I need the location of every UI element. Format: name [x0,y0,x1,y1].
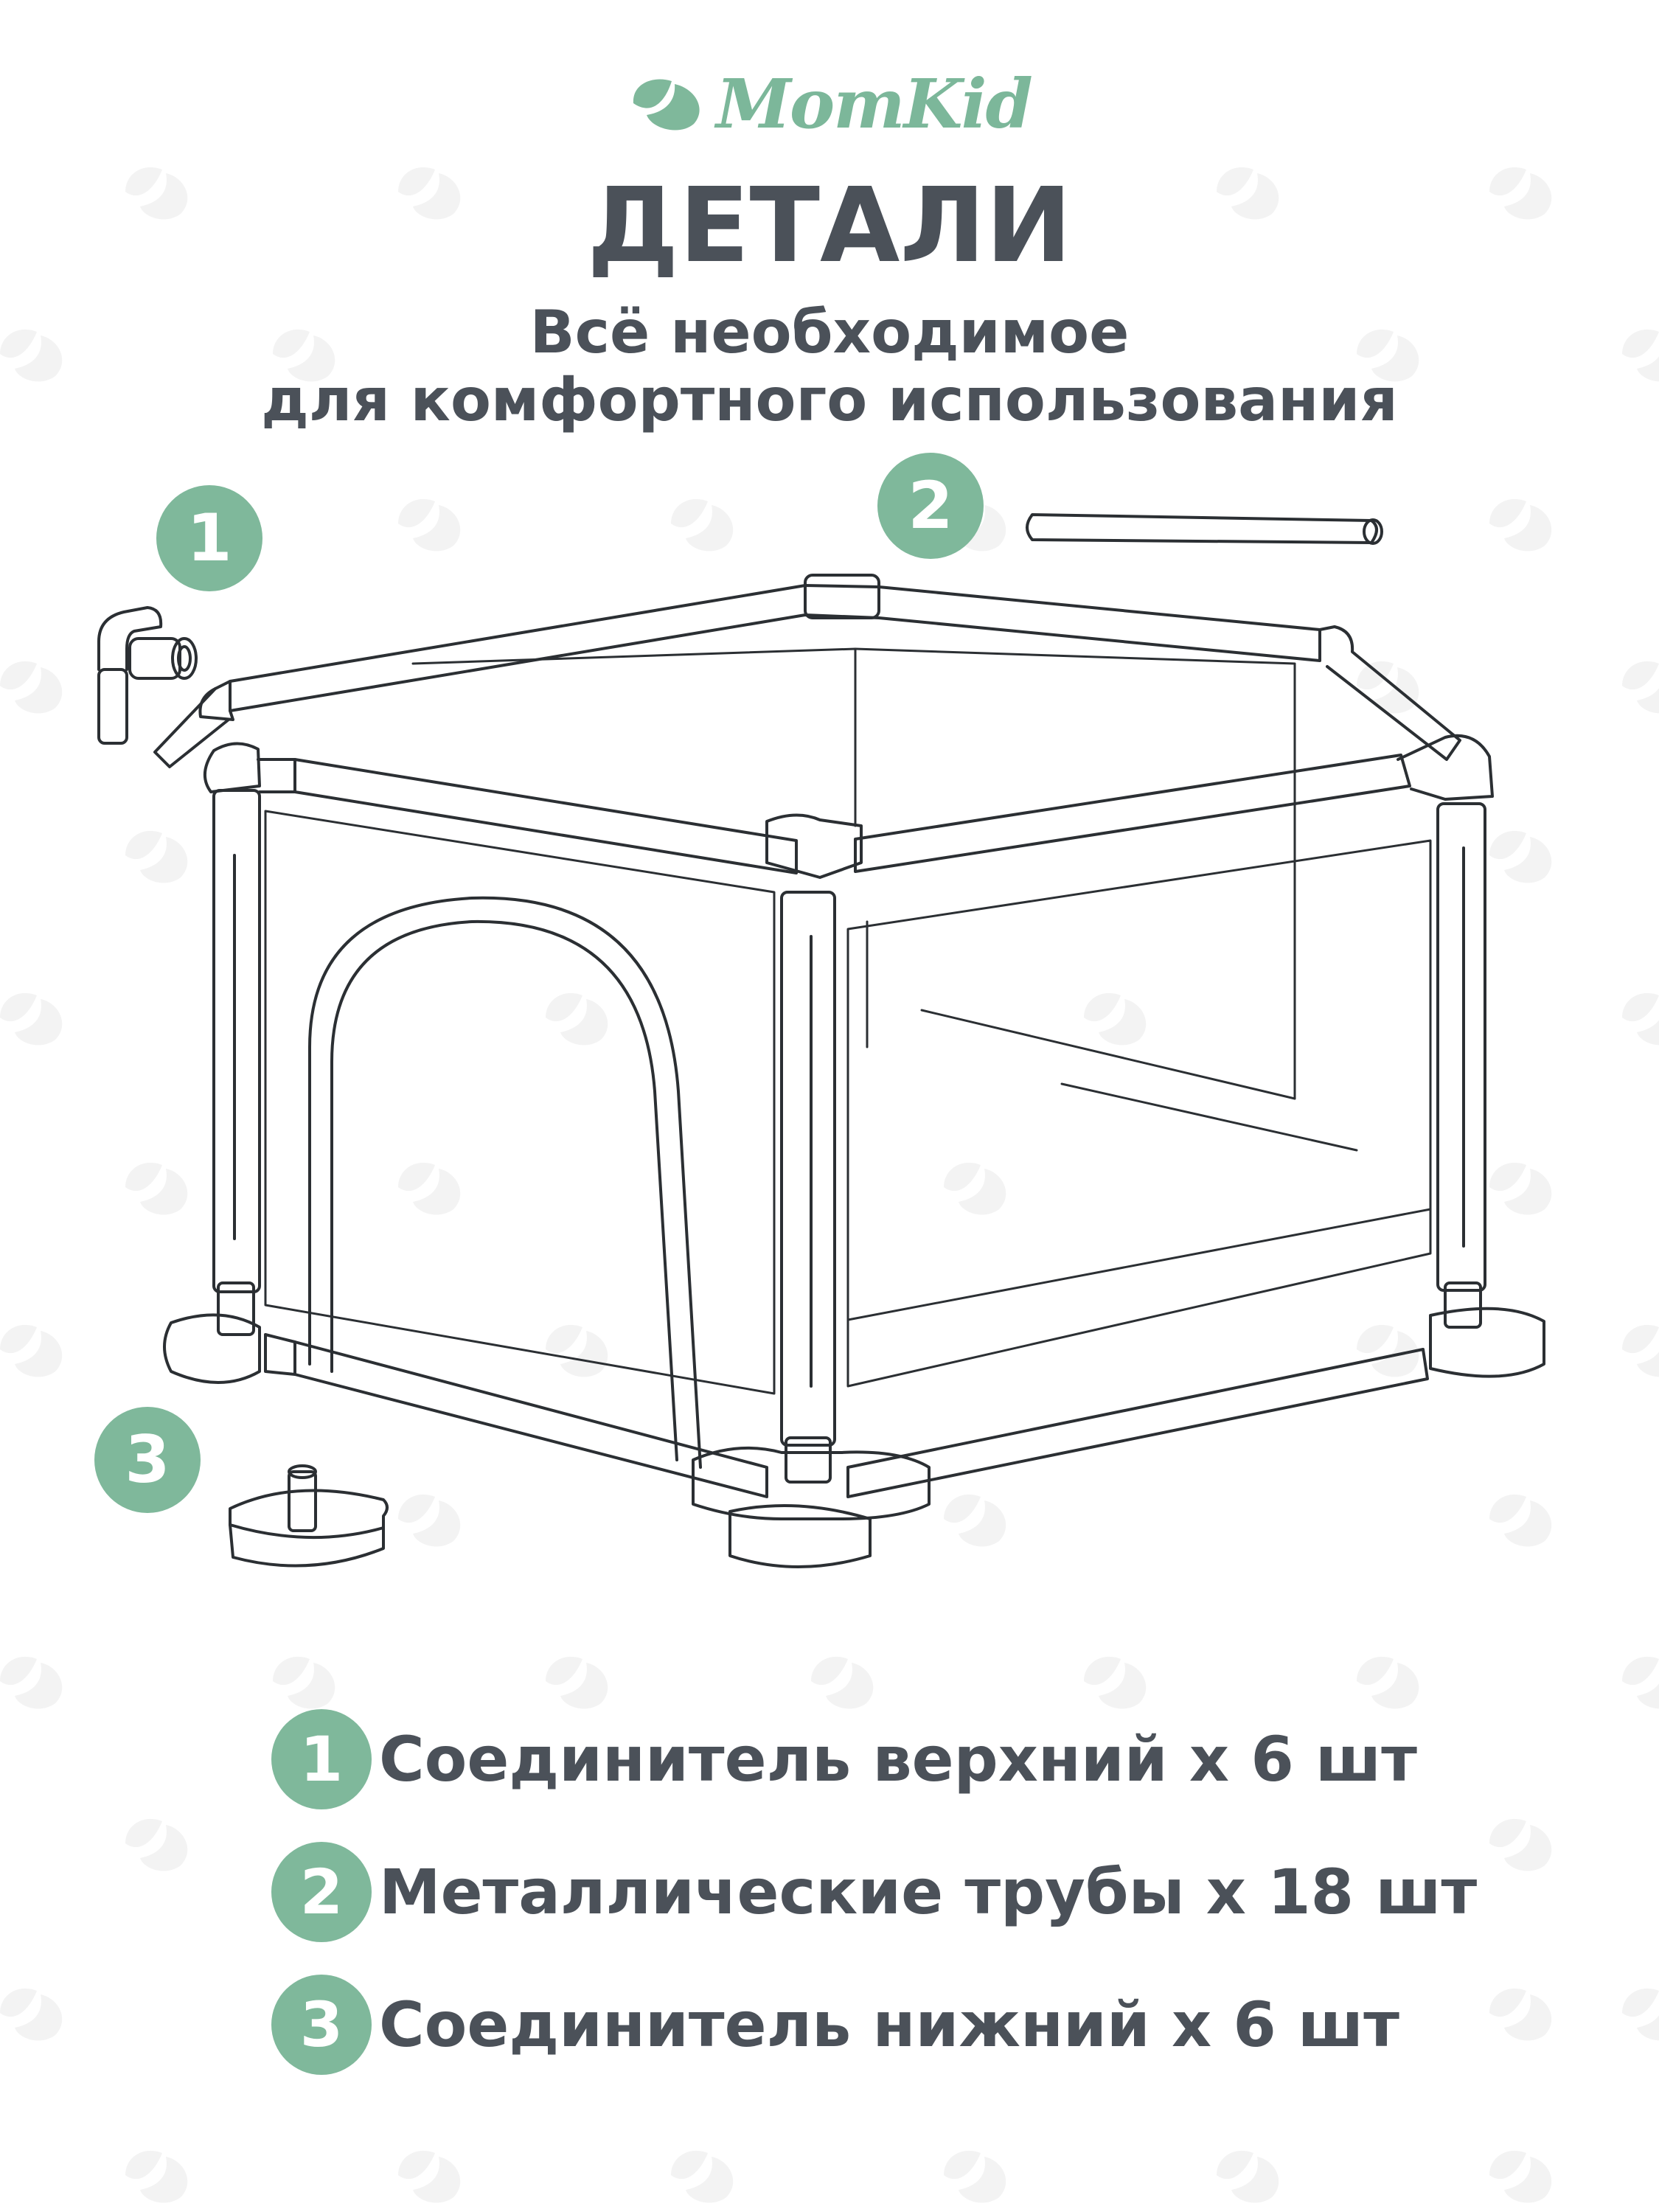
top-rails [153,574,1461,768]
feet [163,1281,1545,1568]
subtitle-line-2: для комфортного использования [261,366,1398,434]
legend-text: Металлические трубы x 18 шт [379,1856,1478,1928]
legend-item: 1 Соединитель верхний x 6 шт [271,1708,1417,1811]
page-title: ДЕТАЛИ [587,166,1072,286]
leaf-logo-icon [633,79,700,131]
subtitle-line-1: Всё необходимое [529,298,1130,366]
legend-item: 3 Соединитель нижний x 6 шт [271,1973,1399,2076]
bottom-connector-icon [229,1464,389,1568]
metal-tube-icon [1026,513,1383,545]
mesh-panels [264,647,1432,1395]
legend-number: 3 [271,1975,372,2075]
front-top-rails [203,734,1494,879]
callout-badge-3: 3 [94,1407,201,1513]
legend-number: 1 [271,1709,372,1809]
callout-badge-1: 1 [156,485,262,591]
callout-badge-2: 2 [877,453,984,559]
legend-text: Соединитель верхний x 6 шт [379,1723,1417,1795]
page-subtitle: Всё необходимое для комфортного использо… [0,299,1659,434]
brand-logo: MomKid [0,70,1659,138]
legend-number: 2 [271,1842,372,1942]
corner-posts [212,789,1486,1447]
bottom-rails [264,1333,1429,1498]
brand-name: MomKid [716,64,1033,144]
door-arch [308,896,702,1469]
legend-item: 2 Металлические трубы x 18 шт [271,1840,1477,1944]
legend-text: Соединитель нижний x 6 шт [379,1989,1399,2061]
top-connector-icon [97,606,198,745]
